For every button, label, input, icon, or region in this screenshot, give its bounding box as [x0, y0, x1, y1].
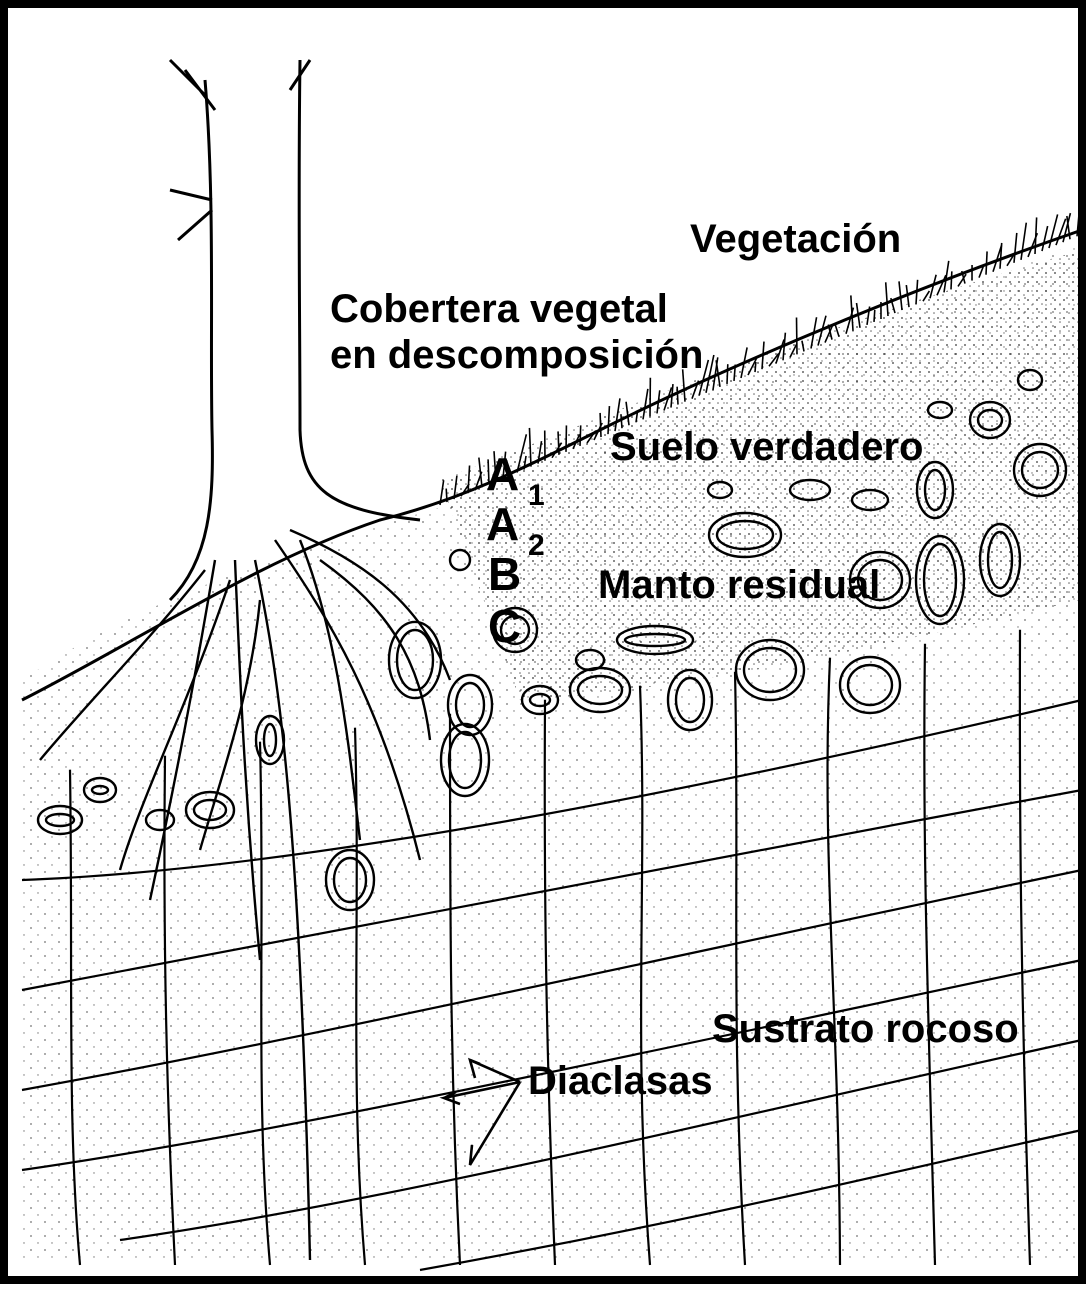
horizon-b-letter: B [488, 548, 521, 600]
horizon-a2-subscript: 2 [528, 529, 545, 562]
grass-blade [1014, 233, 1017, 263]
true-soil-label: Suelo verdadero [610, 425, 923, 469]
horizon-a1-letter: A [486, 448, 519, 500]
grass-blade [986, 251, 987, 274]
residual-mantle-label: Manto residual [598, 563, 880, 607]
grass-blade [886, 282, 888, 316]
grass-blade [727, 364, 728, 384]
grass-blade [1021, 223, 1026, 260]
grass-blade [874, 310, 875, 322]
grass-blade [600, 413, 601, 437]
joints-label: Diaclasas [528, 1059, 713, 1103]
grass-blade [755, 362, 756, 372]
bedrock-label: Sustrato rocoso [712, 1007, 1019, 1051]
litter-label-line1: Cobertera vegetal [330, 287, 668, 331]
grass-blade [677, 387, 678, 405]
grass-blade [580, 425, 581, 446]
vegetation-label: Vegetación [690, 217, 901, 261]
grass-blade [446, 489, 447, 502]
grass-blade [558, 431, 559, 454]
grass-blade [951, 271, 952, 289]
horizon-c-letter: C [488, 600, 521, 652]
grass-blade [1042, 226, 1048, 251]
grass-blade [1035, 217, 1037, 254]
horizon-a2-letter: A [486, 498, 519, 550]
litter-label-line2: en descomposición [330, 333, 703, 377]
grass-blade [1056, 219, 1066, 245]
horizon-a1-subscript: 1 [528, 479, 545, 512]
